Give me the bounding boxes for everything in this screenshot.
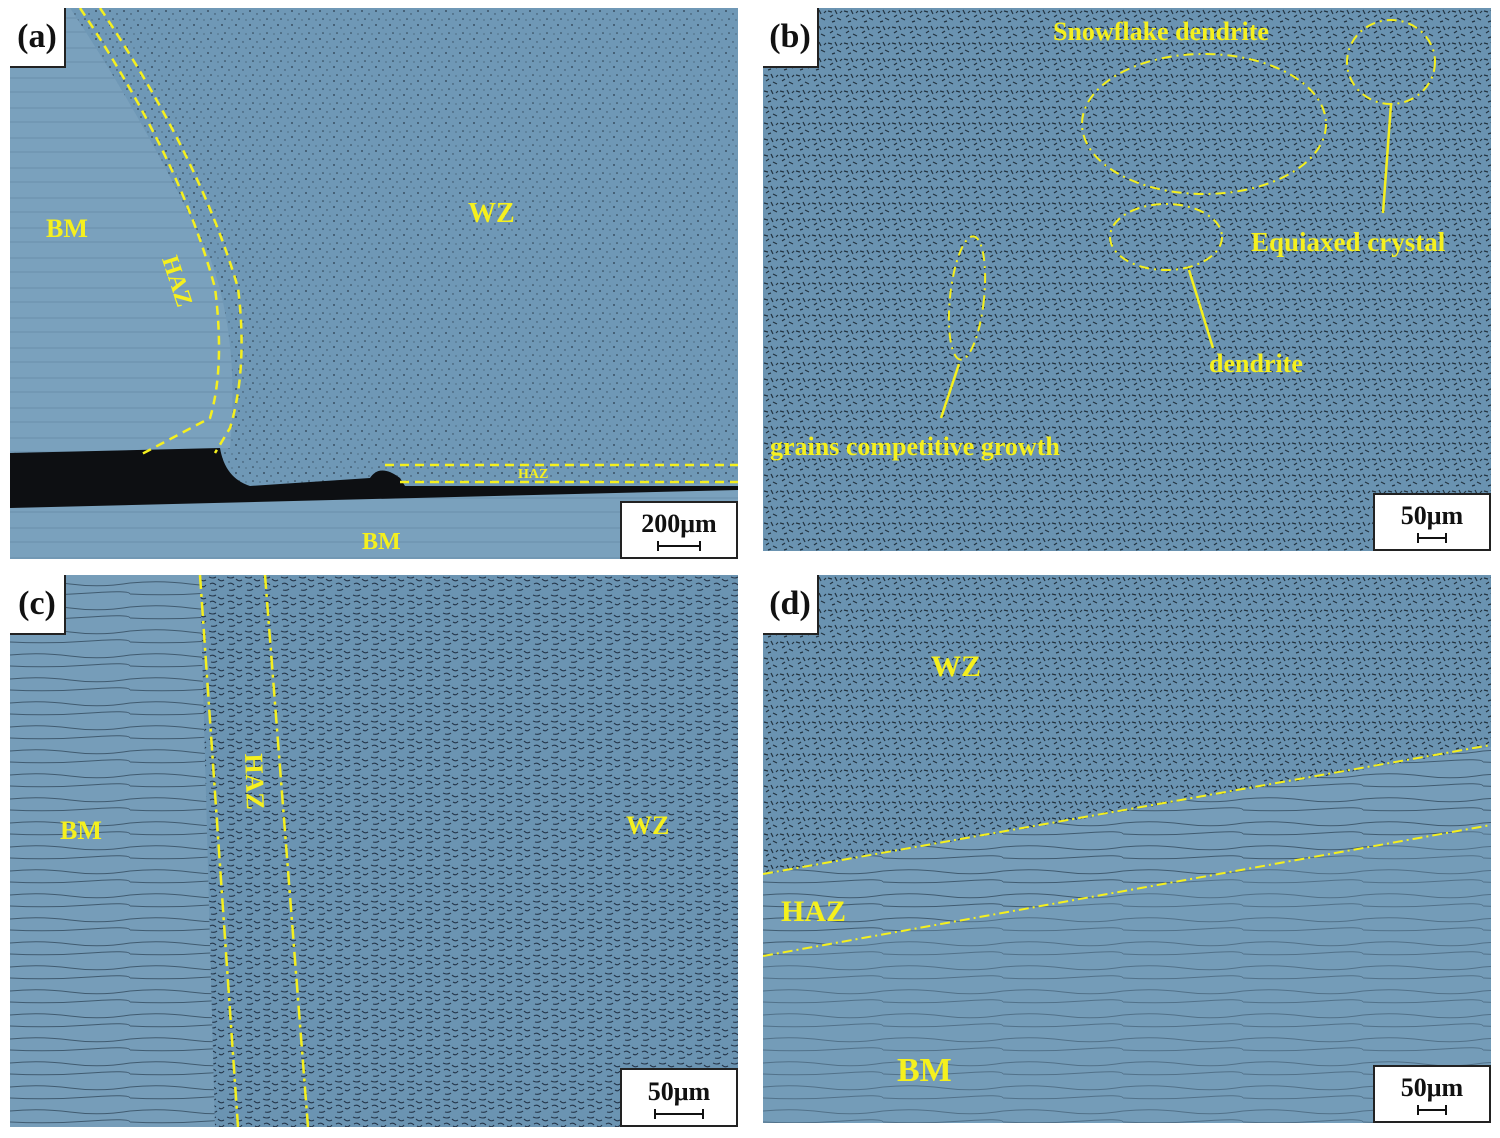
panel-a-label-bm-bottom: BM <box>362 529 401 555</box>
panel-d-scale-line <box>1417 1105 1447 1115</box>
panel-c-scale-line <box>654 1108 704 1119</box>
panel-d-label-wz: WZ <box>931 650 982 683</box>
panel-b-label-dendrite: dendrite <box>1209 349 1303 378</box>
panel-b-label-grains-competitive-growth: grains competitive growth <box>770 432 1060 461</box>
panel-c-micrograph <box>10 575 738 1127</box>
panel-b-label-equiaxed-crystal: Equiaxed crystal <box>1251 227 1446 257</box>
panel-b-tag: (b) <box>763 8 819 68</box>
panel-b-scale-bar: 50μm <box>1373 493 1491 551</box>
panel-a-label-bm-left: BM <box>46 214 88 243</box>
panel-b-label-snowflake-dendrite: Snowflake dendrite <box>1053 17 1269 46</box>
panel-a-label-haz-bottom: HAZ <box>518 467 549 482</box>
panel-a-label-wz: WZ <box>468 198 515 229</box>
panel-c-scale-label: 50μm <box>647 1076 711 1106</box>
panel-b-micrograph <box>763 8 1491 551</box>
panel-c: (c) BM HAZ WZ 50μm <box>10 575 738 1127</box>
panel-d: (d) WZ HAZ BM 50μm <box>763 575 1491 1123</box>
panel-b: (b) Snowflake dendrite Equiaxed crystal … <box>763 8 1491 551</box>
panel-c-tag: (c) <box>10 575 66 635</box>
panel-a-scale-bar: 200μm <box>620 501 738 559</box>
panel-d-micrograph <box>763 575 1491 1123</box>
panel-b-scale-line <box>1417 533 1447 543</box>
panel-a-scale-label: 200μm <box>641 509 717 538</box>
panel-a-scale-line <box>657 541 701 551</box>
panel-d-label-bm: BM <box>897 1052 952 1089</box>
panel-c-label-bm: BM <box>60 816 102 845</box>
panel-d-scale-label: 50μm <box>1400 1073 1464 1102</box>
panel-d-tag: (d) <box>763 575 819 635</box>
panel-d-label-haz: HAZ <box>781 895 847 928</box>
panel-a-micrograph <box>10 8 738 559</box>
panel-c-label-wz: WZ <box>626 811 670 840</box>
panel-b-scale-label: 50μm <box>1400 501 1464 530</box>
panel-d-scale-bar: 50μm <box>1373 1065 1491 1123</box>
panel-a: (a) BM HAZ WZ HAZ BM 200μm <box>10 8 738 559</box>
panel-c-label-haz: HAZ <box>239 752 270 811</box>
panel-c-scale-bar: 50μm <box>620 1068 738 1127</box>
panel-a-tag: (a) <box>10 8 66 68</box>
